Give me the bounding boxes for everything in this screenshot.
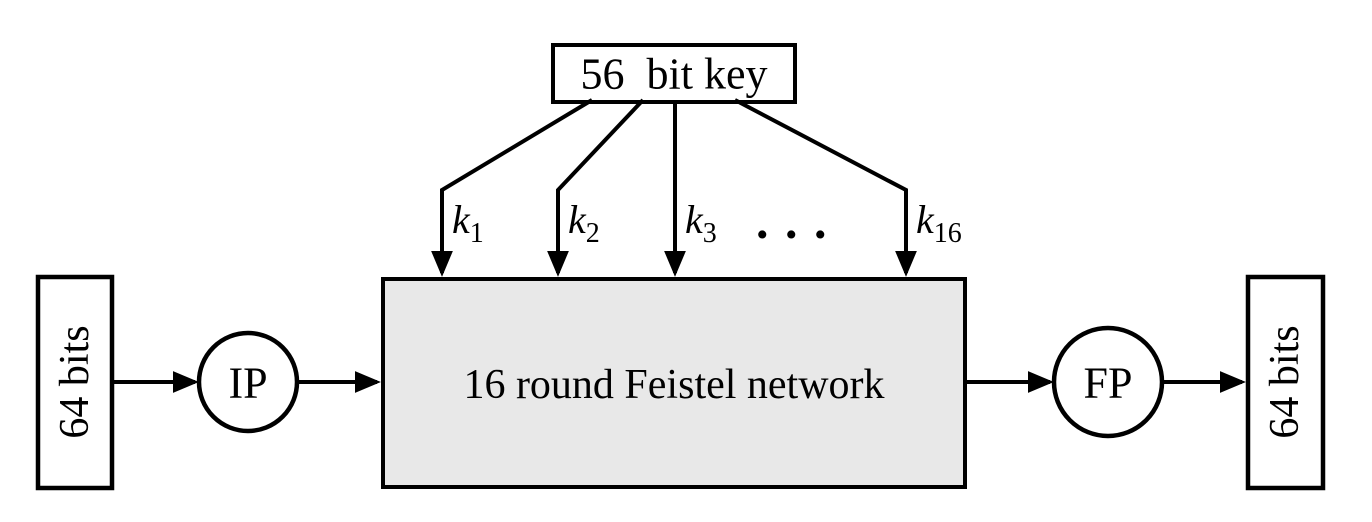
output-bits-box [1245, 274, 1326, 491]
output-bits-label: 64 bits [1262, 325, 1308, 438]
subkey-label-k3: k3 [685, 197, 717, 249]
feistel-label: 16 round Feistel network [463, 362, 884, 408]
subkey-label-k2-base: k [568, 197, 587, 242]
subkey-line-k1 [431, 98, 594, 277]
subkey-label-k3-sub: 3 [703, 218, 717, 249]
subkey-label-k16-sub: 16 [934, 218, 962, 249]
feistel-box [381, 277, 967, 489]
subkey-label-k16-base: k [916, 197, 935, 242]
input-bits-label: 64 bits [52, 325, 98, 438]
ellipsis-label: . . . [756, 193, 829, 249]
subkey-label-k2-sub: 2 [586, 218, 600, 249]
fp-label: FP [1084, 359, 1133, 408]
subkey-label-k1-sub: 1 [470, 218, 484, 249]
subkey-label-k1-base: k [452, 197, 471, 242]
subkey-label-k2: k2 [568, 197, 600, 249]
subkey-label-k3-base: k [685, 197, 704, 242]
subkey-label-k16: k16 [916, 197, 962, 249]
subkey-label-k1: k1 [452, 197, 484, 249]
subkey-line-k16 [734, 98, 917, 277]
subkey-line-k2 [547, 98, 645, 277]
ip-label: IP [228, 359, 267, 408]
key-box-label: 56 bit key [581, 50, 768, 99]
